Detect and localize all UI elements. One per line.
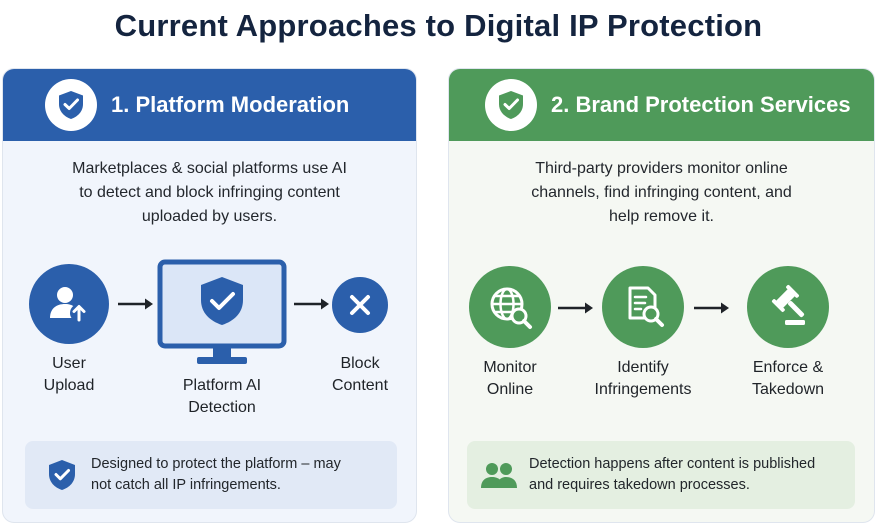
shield-check-icon <box>45 79 97 131</box>
platform-moderation-panel: 1. Platform Moderation Marketplaces & so… <box>2 68 417 523</box>
step-label-identify-infringements: Identify Infringements <box>594 359 692 398</box>
platform-moderation-note-text: Designed to protect the platform – may n… <box>91 456 341 493</box>
shield-check-icon <box>485 79 537 131</box>
step-label-user-upload: User Upload <box>43 355 95 394</box>
people-icon <box>469 460 529 490</box>
platform-moderation-header: 1. Platform Moderation <box>3 69 416 141</box>
brand-protection-header: 2. Brand Protection Services <box>449 69 874 141</box>
gavel-icon <box>747 266 829 348</box>
brand-protection-description: Third-party providers monitor online cha… <box>531 160 792 225</box>
platform-moderation-title: 1. Platform Moderation <box>111 92 350 117</box>
step-label-monitor-online: Monitor Online <box>483 359 537 398</box>
platform-moderation-note: Designed to protect the platform – may n… <box>25 441 397 509</box>
arrow-right-icon <box>694 302 729 314</box>
monitor-shield-icon <box>157 259 287 369</box>
globe-search-icon <box>469 266 551 348</box>
x-circle-icon <box>332 277 388 333</box>
arrow-right-icon <box>294 298 329 310</box>
step-label-platform-ai-detection: Platform AI Detection <box>182 377 262 416</box>
brand-protection-note: Detection happens after content is publi… <box>467 441 855 509</box>
brand-protection-title: 2. Brand Protection Services <box>551 92 851 117</box>
step-label-enforce-takedown: Enforce & Takedown <box>751 359 825 398</box>
page-title: Current Approaches to Digital IP Protect… <box>114 8 763 43</box>
document-search-icon <box>602 266 684 348</box>
arrow-right-icon <box>558 302 593 314</box>
user-upload-icon <box>29 264 109 344</box>
brand-protection-panel: 2. Brand Protection Services Third-party… <box>448 68 875 523</box>
brand-protection-note-text: Detection happens after content is publi… <box>529 456 816 493</box>
shield-check-icon <box>35 458 89 492</box>
platform-moderation-description: Marketplaces & social platforms use AI t… <box>72 160 347 225</box>
arrow-right-icon <box>118 298 153 310</box>
step-label-block-content: Block Content <box>331 355 389 394</box>
